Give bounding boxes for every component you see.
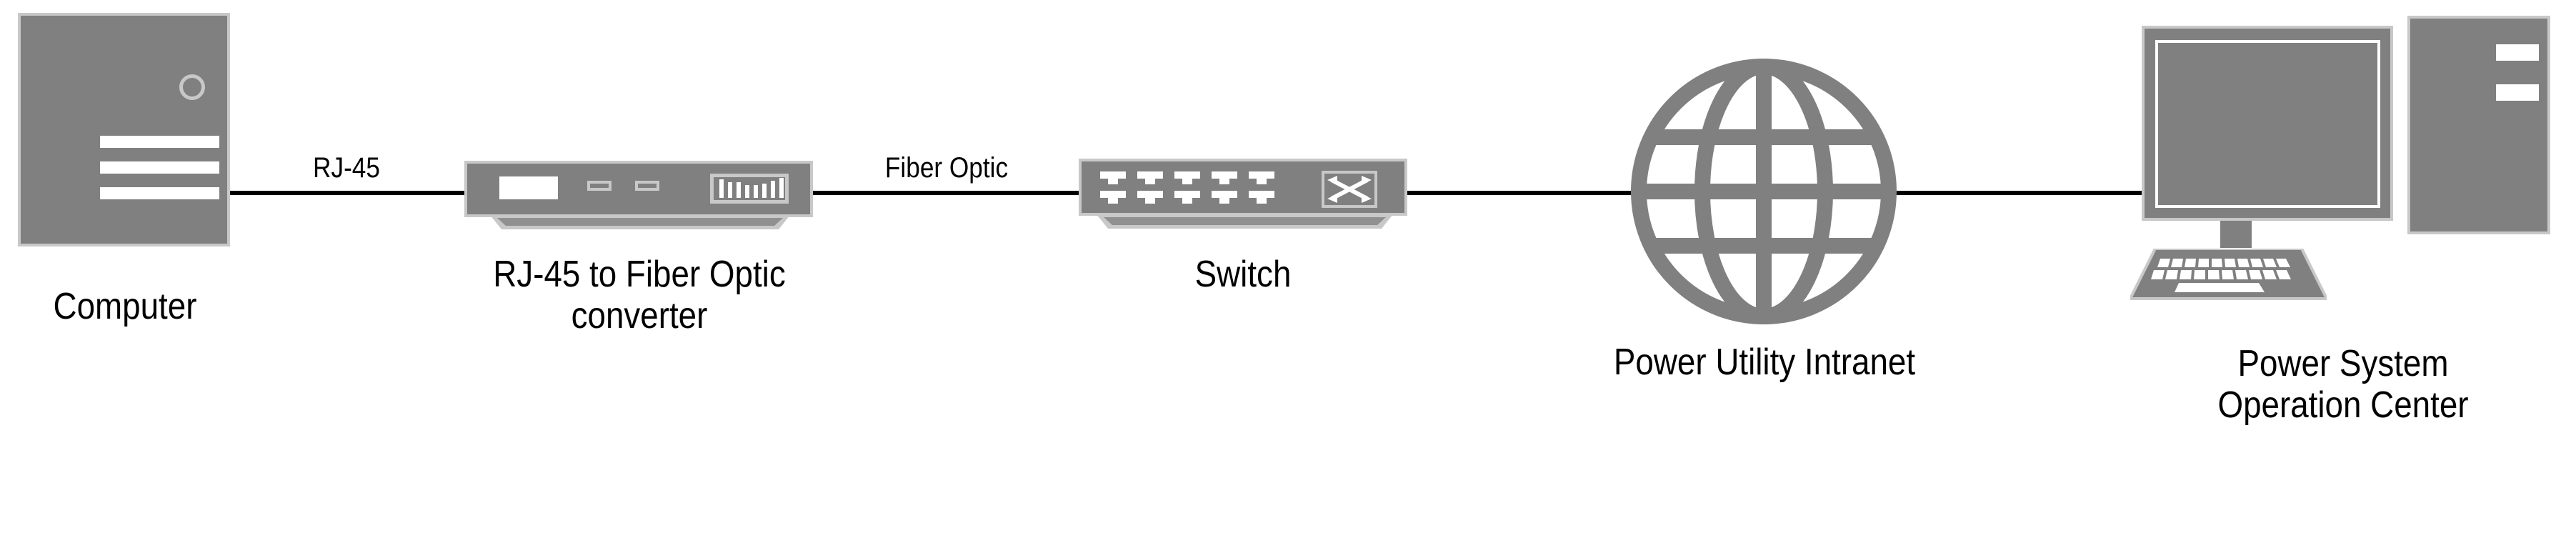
network-switch-icon (1079, 159, 1407, 216)
wire-converter-to-switch (812, 191, 1082, 195)
monitor-stand-neck (2220, 221, 2252, 248)
converter-port-block (499, 176, 558, 199)
converter-led-1 (587, 181, 611, 191)
drive-bay-slot (100, 136, 219, 148)
converter-vent-grille (710, 174, 789, 204)
keyboard-icon (2130, 249, 2327, 301)
node-label-computer: Computer (53, 286, 197, 327)
link-label-fiber-optic: Fiber Optic (884, 152, 1009, 184)
workstation-tower-slot (2496, 84, 2539, 101)
wire-switch-to-intranet (1404, 191, 1637, 195)
converter-base-shadow (490, 215, 790, 229)
globe-icon (1631, 59, 1897, 324)
wire-computer-to-converter (230, 191, 466, 195)
node-label-switch: Switch (1194, 254, 1292, 295)
converter-led-2 (635, 181, 659, 191)
wire-intranet-to-opcenter (1893, 191, 2145, 195)
link-label-rj45: RJ-45 (313, 152, 380, 184)
switch-base-shadow (1097, 214, 1393, 229)
monitor-icon (2142, 26, 2393, 221)
workstation-tower-slot (2496, 44, 2539, 61)
node-label-intranet: Power Utility Intranet (1613, 342, 1916, 383)
power-button-icon (179, 74, 205, 100)
desktop-tower-icon (18, 13, 230, 246)
workstation-tower-icon (2407, 16, 2550, 234)
drive-bay-slot (100, 161, 219, 174)
media-converter-icon (464, 161, 813, 217)
switch-port-array (1100, 171, 1274, 204)
monitor-screen (2155, 40, 2380, 208)
drive-bay-slot (100, 187, 219, 199)
crossing-arrows-icon (1322, 171, 1377, 208)
